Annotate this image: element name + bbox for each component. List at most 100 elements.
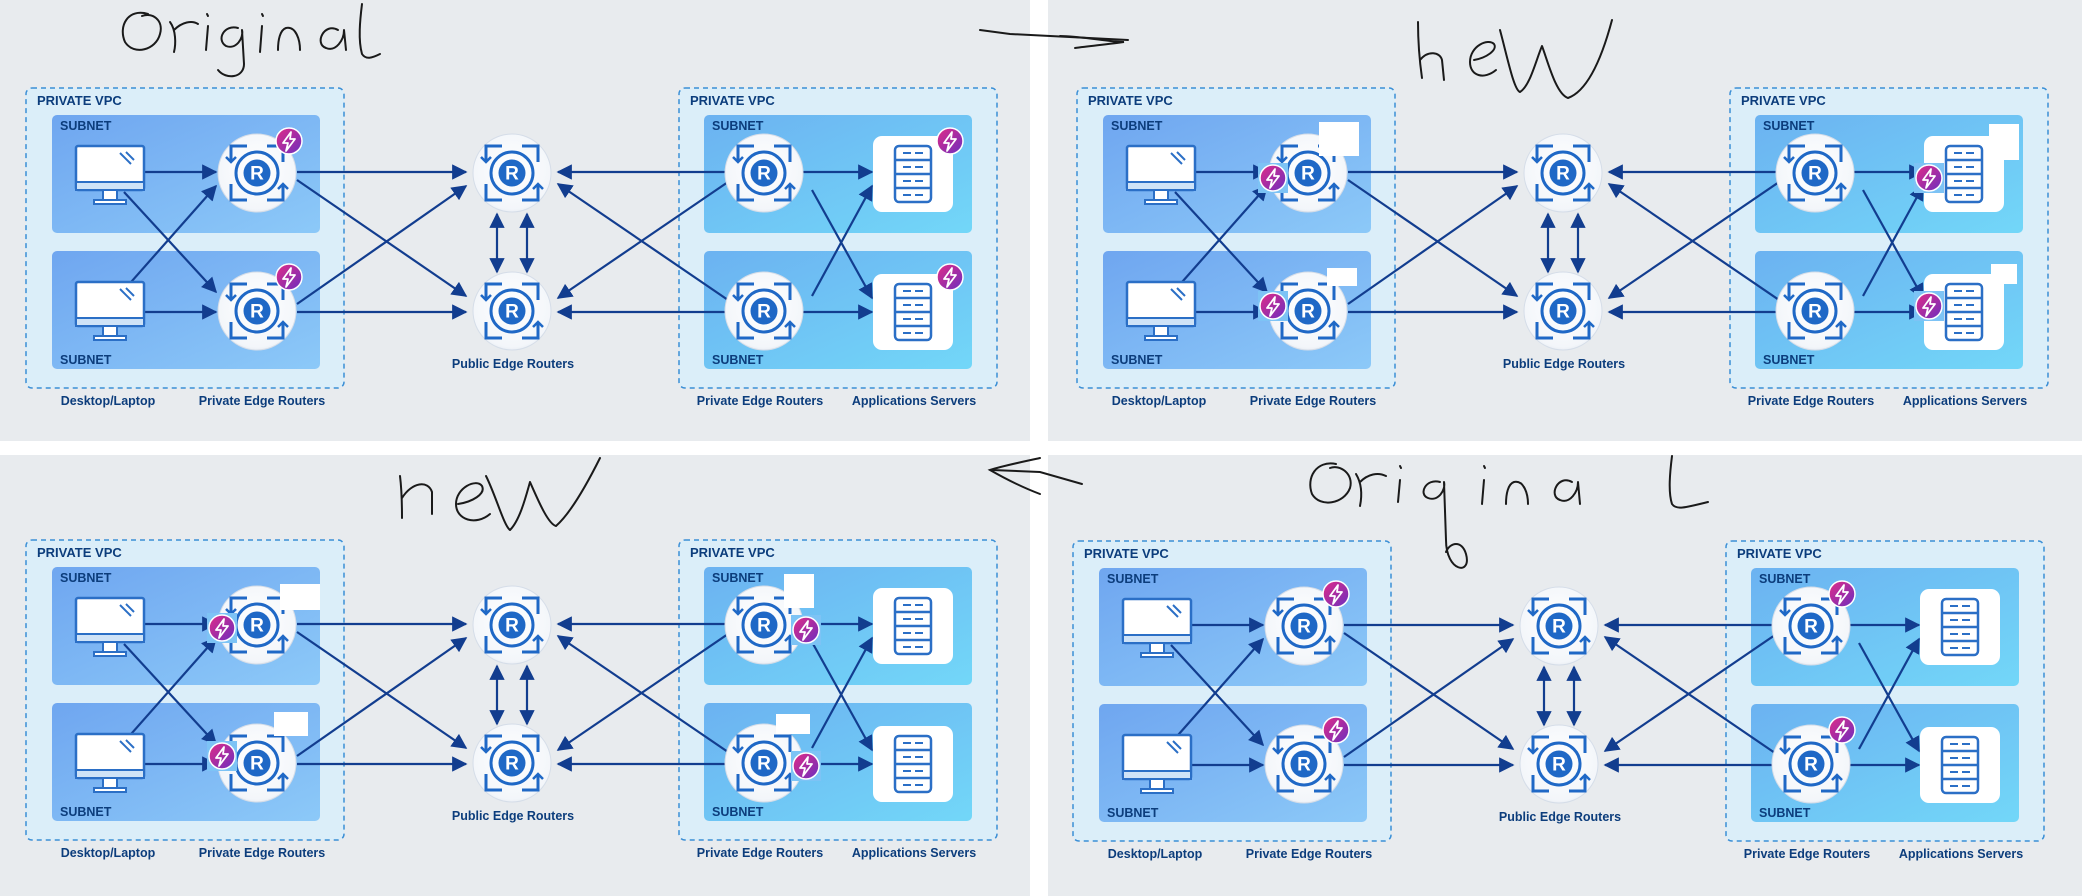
lightning-badge-icon (1257, 162, 1289, 194)
arrow (1170, 644, 1265, 747)
connector-arrows (123, 164, 874, 320)
arrow (123, 191, 218, 294)
lightning-badge-icon (206, 740, 238, 772)
arrow (1603, 636, 1776, 754)
edit-artifact (784, 574, 814, 608)
arrow (296, 637, 468, 757)
arrow (1603, 634, 1776, 752)
lightning-badge-icon (936, 127, 964, 155)
arrow (1174, 184, 1269, 291)
caption-private-edge-routers: Private Edge Routers (1744, 847, 1870, 861)
subnet-label: SUBNET (1763, 119, 1815, 133)
lightning-badge-icon (1322, 716, 1350, 744)
subnet-label: SUBNET (712, 119, 764, 133)
arrow (1170, 637, 1265, 744)
caption-private-edge-routers: Private Edge Routers (1748, 394, 1874, 408)
caption-applications-servers: Applications Servers (1903, 394, 2027, 408)
lightning-badge-icon (275, 263, 303, 291)
edit-artifact (274, 712, 308, 736)
subnet-label: SUBNET (1111, 353, 1163, 367)
router-icon (471, 132, 553, 214)
lightning-badge-icon (790, 750, 822, 782)
arrow (1343, 632, 1515, 750)
router-icon (723, 270, 805, 352)
vpc-label: PRIVATE VPC (1741, 93, 1826, 108)
diagram-panel-top-right: PRIVATE VPC PRIVATE VPC SUBNET SUBNET SUBNET… (1076, 87, 2049, 408)
connector-arrows (1170, 617, 1921, 773)
vpc-label: PRIVATE VPC (1737, 546, 1822, 561)
caption-public-edge-routers: Public Edge Routers (452, 809, 574, 823)
handwriting-arrow-left (987, 457, 1083, 495)
lightning-badge-icon (1322, 580, 1350, 608)
router-icon (1522, 132, 1604, 214)
arrow (296, 179, 468, 297)
arrow (1347, 185, 1519, 305)
router-icon (1774, 270, 1856, 352)
subnet-label: SUBNET (60, 353, 112, 367)
router-icon (1774, 132, 1856, 214)
arrow (811, 189, 873, 300)
arrow (123, 184, 218, 291)
caption-private-edge-routers: Private Edge Routers (697, 394, 823, 408)
arrow (556, 181, 729, 299)
arrow (811, 636, 873, 749)
arrow (811, 184, 873, 297)
caption-public-edge-routers: Public Edge Routers (1499, 810, 1621, 824)
edit-artifact (1327, 268, 1357, 286)
subnet-label: SUBNET (60, 805, 112, 819)
caption-private-edge-routers: Private Edge Routers (1246, 847, 1372, 861)
arrow (1347, 179, 1519, 297)
lightning-badge-icon (1257, 290, 1289, 322)
connector-arrows (1174, 164, 1925, 320)
arrow (811, 641, 873, 752)
edit-artifact (1991, 264, 2017, 284)
arrow (123, 636, 218, 743)
arrow (1607, 183, 1780, 301)
subnet-label: SUBNET (712, 353, 764, 367)
subnet-label: SUBNET (60, 119, 112, 133)
router-icon (723, 132, 805, 214)
router-icon (1518, 585, 1600, 667)
router-icon (471, 584, 553, 666)
arrow (1858, 637, 1920, 750)
caption-desktop: Desktop/Laptop (1112, 394, 1207, 408)
subnet-label: SUBNET (1759, 572, 1811, 586)
lightning-badge-icon (790, 614, 822, 646)
server-icon (1918, 725, 2002, 805)
arrow (556, 633, 729, 751)
subnet-label: SUBNET (1107, 572, 1159, 586)
handwriting-new-bottom (399, 457, 601, 531)
server-icon (1918, 587, 2002, 667)
server-icon (871, 724, 955, 804)
lightning-badge-icon (1913, 290, 1945, 322)
edit-artifact (1989, 124, 2019, 160)
caption-public-edge-routers: Public Edge Routers (452, 357, 574, 371)
subnet-label: SUBNET (712, 805, 764, 819)
subnet-label: SUBNET (60, 571, 112, 585)
connector-arrows (123, 616, 874, 772)
edit-artifact (776, 714, 810, 734)
subnet-label: SUBNET (1111, 119, 1163, 133)
lightning-badge-icon (1828, 580, 1856, 608)
arrow (1858, 642, 1920, 753)
caption-applications-servers: Applications Servers (852, 846, 976, 860)
vpc-label: PRIVATE VPC (690, 93, 775, 108)
vpc-label: PRIVATE VPC (1088, 93, 1173, 108)
router-icon (471, 270, 553, 352)
arrow (556, 635, 729, 753)
arrow (1607, 181, 1780, 299)
router-icon (1518, 723, 1600, 805)
subnet-label: SUBNET (1107, 806, 1159, 820)
lightning-badge-icon (1913, 162, 1945, 194)
arrow (296, 185, 468, 305)
arrow (1862, 189, 1924, 300)
router-icon (1522, 270, 1604, 352)
subnet-label: SUBNET (1763, 353, 1815, 367)
arrow (1343, 638, 1515, 758)
caption-applications-servers: Applications Servers (1899, 847, 2023, 861)
arrow (123, 643, 218, 746)
lightning-badge-icon (936, 263, 964, 291)
